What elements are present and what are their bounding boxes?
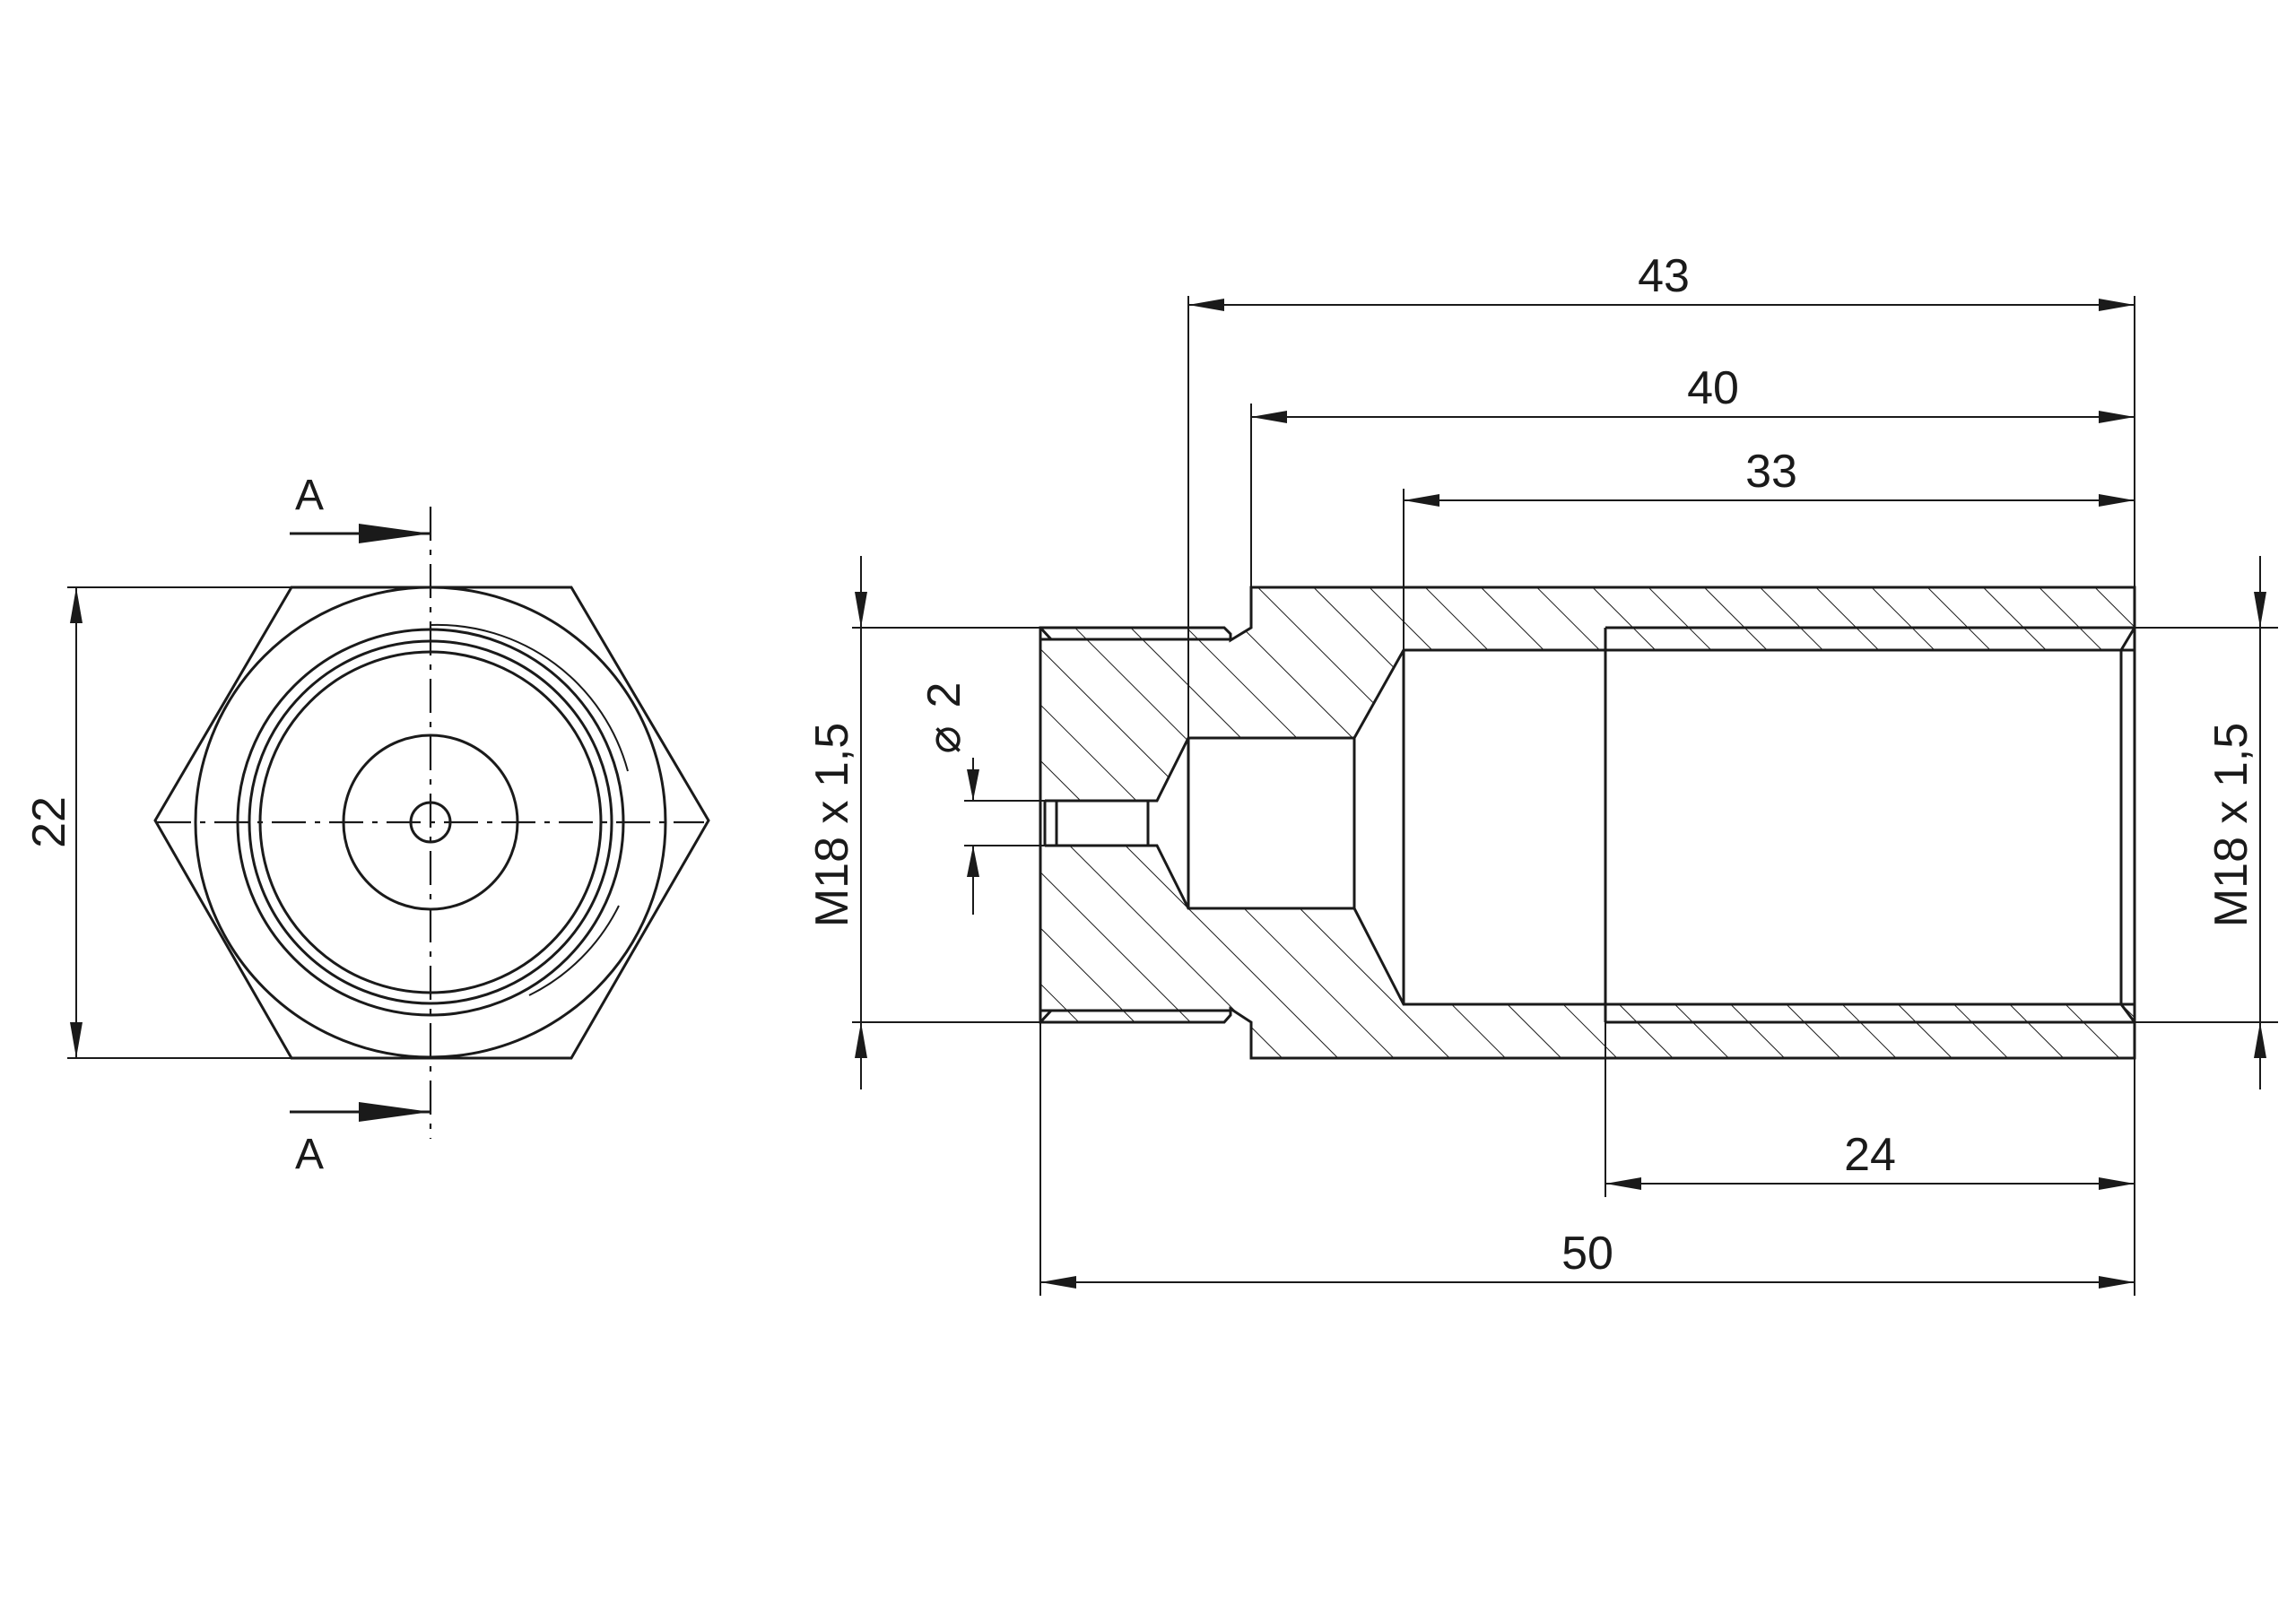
dim-thread-right: M18 x 1,5 bbox=[2205, 723, 2257, 927]
section-label-bottom: A bbox=[295, 1131, 324, 1178]
dim-length-33: 33 bbox=[1745, 446, 1797, 498]
section-label-top: A bbox=[295, 472, 324, 519]
dim-overall-50: 50 bbox=[1561, 1228, 1613, 1280]
end-view: A A 22 bbox=[23, 472, 710, 1178]
dim-hex-22: 22 bbox=[23, 796, 75, 848]
dim-thread-left: M18 x 1,5 bbox=[806, 723, 858, 927]
dim-hole-diameter: 2 bbox=[918, 682, 970, 708]
dim-length-43: 43 bbox=[1638, 250, 1690, 302]
section-view: 43 40 33 24 50 M18 x 1,5 M18 x 1,5 ⌀ bbox=[806, 250, 2278, 1296]
dim-length-40: 40 bbox=[1687, 362, 1739, 414]
dim-thread-depth-24: 24 bbox=[1844, 1129, 1896, 1181]
dim-hole-diameter-symbol: ⌀ bbox=[918, 725, 970, 753]
hex-outline bbox=[153, 586, 710, 1060]
section-body bbox=[1040, 587, 2135, 1058]
